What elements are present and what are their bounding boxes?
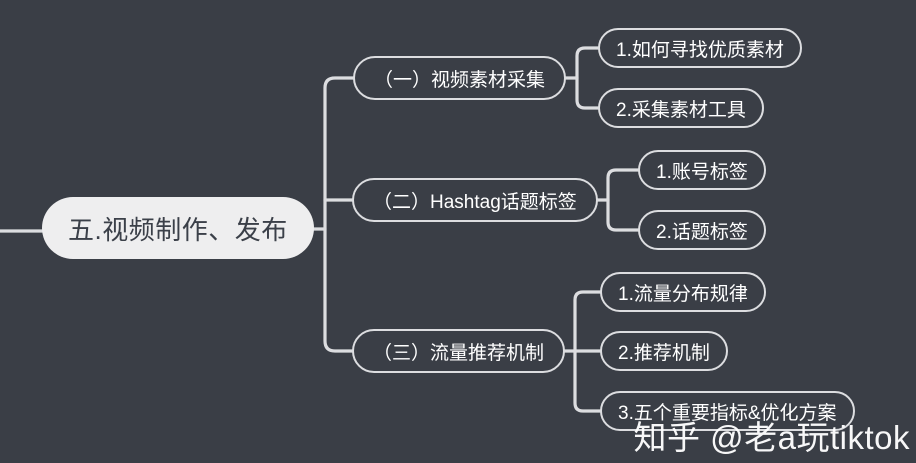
child-node-recommend-mechanism[interactable]: 2.推荐机制 — [600, 331, 728, 371]
child-node-topic-tags[interactable]: 2.话题标签 — [638, 210, 766, 250]
child-node-material-tools[interactable]: 2.采集素材工具 — [598, 88, 764, 128]
child-node-five-metrics[interactable]: 3.五个重要指标&优化方案 — [600, 391, 855, 431]
child-node-traffic-distribution[interactable]: 1.流量分布规律 — [600, 272, 766, 312]
root-node[interactable]: 五.视频制作、发布 — [42, 197, 314, 259]
branch-node-video-material[interactable]: （一）视频素材采集 — [353, 56, 567, 100]
branch-node-hashtag[interactable]: （二）Hashtag话题标签 — [352, 178, 598, 222]
watermark-text: 知乎 @老a玩tiktok — [633, 419, 910, 456]
branch-node-traffic[interactable]: （三）流量推荐机制 — [352, 329, 566, 373]
child-node-account-tags[interactable]: 1.账号标签 — [638, 150, 766, 190]
child-node-find-material[interactable]: 1.如何寻找优质素材 — [598, 28, 802, 68]
